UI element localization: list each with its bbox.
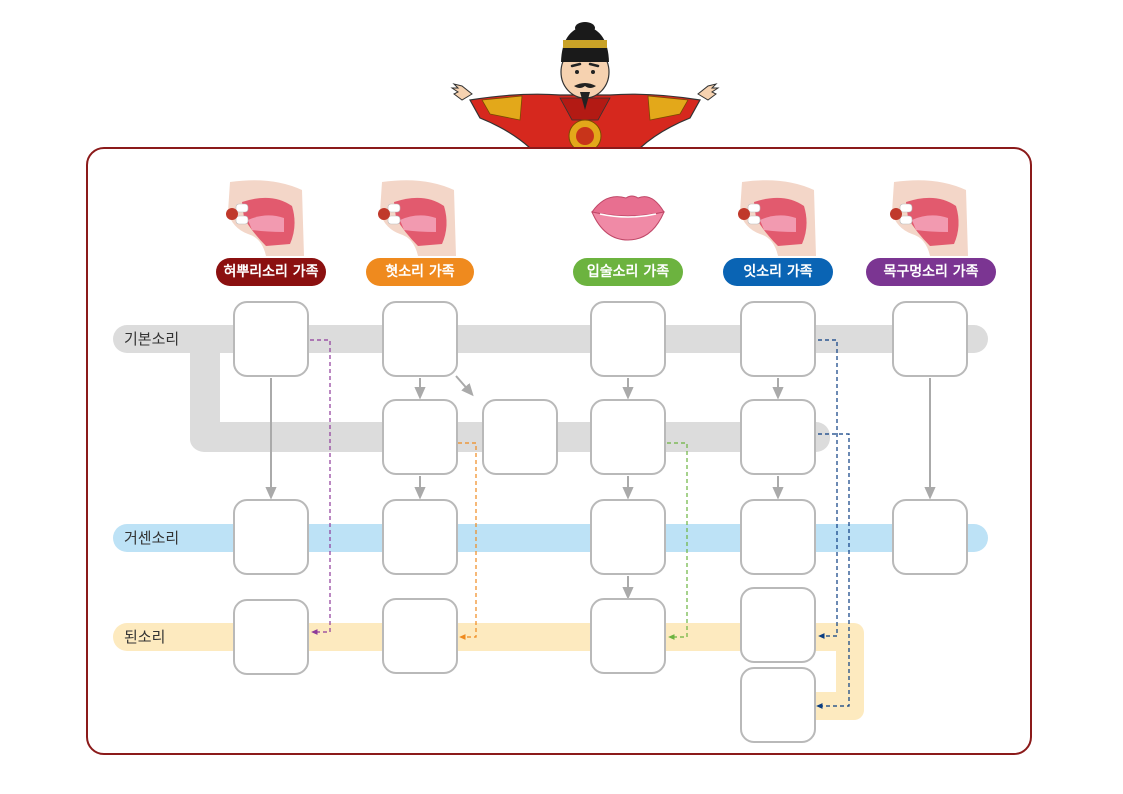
row-label-basic: 기본소리 — [124, 330, 180, 348]
answer-box-dental-aspirated[interactable] — [740, 499, 816, 575]
answer-box-dental-basic[interactable] — [740, 301, 816, 377]
solid-arrows — [265, 375, 936, 600]
answer-box-labial-derived[interactable] — [590, 399, 666, 475]
row-label-aspirated: 거센소리 — [124, 529, 180, 547]
dental-mouth-picture — [738, 180, 816, 256]
answer-box-dental-derived[interactable] — [740, 399, 816, 475]
dental-double-arrow-2 — [816, 433, 850, 709]
dental-double-arrow-1 — [818, 339, 838, 639]
family-label-labial: 입술소리 가족 — [573, 258, 683, 286]
row-label-tense: 된소리 — [124, 628, 166, 646]
king-illustration — [450, 22, 720, 153]
answer-box-velar-tense[interactable] — [233, 599, 309, 675]
answer-box-velar-aspirated[interactable] — [233, 499, 309, 575]
lips-picture — [591, 195, 665, 241]
answer-box-alveolar-basic[interactable] — [382, 301, 458, 377]
velar-double-arrow — [310, 339, 331, 635]
family-label-velar: 혀뿌리소리 가족 — [216, 258, 326, 286]
answer-box-glottal-basic[interactable] — [892, 301, 968, 377]
answer-box-labial-basic[interactable] — [590, 301, 666, 377]
answer-box-alveolar-extra[interactable] — [482, 399, 558, 475]
answer-box-velar-basic[interactable] — [233, 301, 309, 377]
alveolar-mouth-picture — [378, 180, 456, 256]
glottal-mouth-picture — [890, 180, 968, 256]
answer-box-dental-tense-1[interactable] — [740, 587, 816, 663]
velar-mouth-picture — [226, 180, 304, 256]
answer-box-alveolar-aspirated[interactable] — [382, 499, 458, 575]
answer-box-dental-tense-2[interactable] — [740, 667, 816, 743]
answer-box-alveolar-tense[interactable] — [382, 598, 458, 674]
family-label-dental: 잇소리 가족 — [723, 258, 833, 286]
labial-double-arrow — [667, 442, 688, 640]
family-label-alveolar: 혓소리 가족 — [366, 258, 474, 286]
alveolar-double-arrow — [458, 442, 477, 640]
answer-box-glottal-aspirated[interactable] — [892, 499, 968, 575]
answer-box-labial-aspirated[interactable] — [590, 499, 666, 575]
answer-box-labial-tense[interactable] — [590, 598, 666, 674]
answer-box-alveolar-derived[interactable] — [382, 399, 458, 475]
family-label-glottal: 목구멍소리 가족 — [866, 258, 996, 286]
